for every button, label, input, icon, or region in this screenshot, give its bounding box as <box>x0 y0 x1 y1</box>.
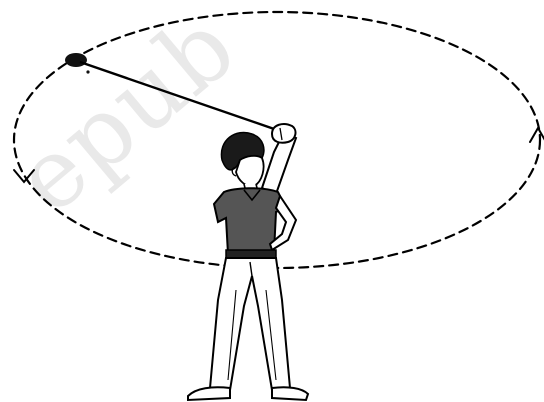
belt <box>226 250 276 258</box>
stone <box>65 53 87 67</box>
trousers <box>210 258 290 390</box>
string <box>80 62 280 131</box>
right-shoe <box>272 387 308 400</box>
person-figure <box>188 124 308 400</box>
fist <box>272 124 295 143</box>
stone-mark <box>86 70 89 73</box>
left-shoe <box>188 387 230 400</box>
direction-arrow-right <box>530 128 544 142</box>
face <box>236 156 264 186</box>
